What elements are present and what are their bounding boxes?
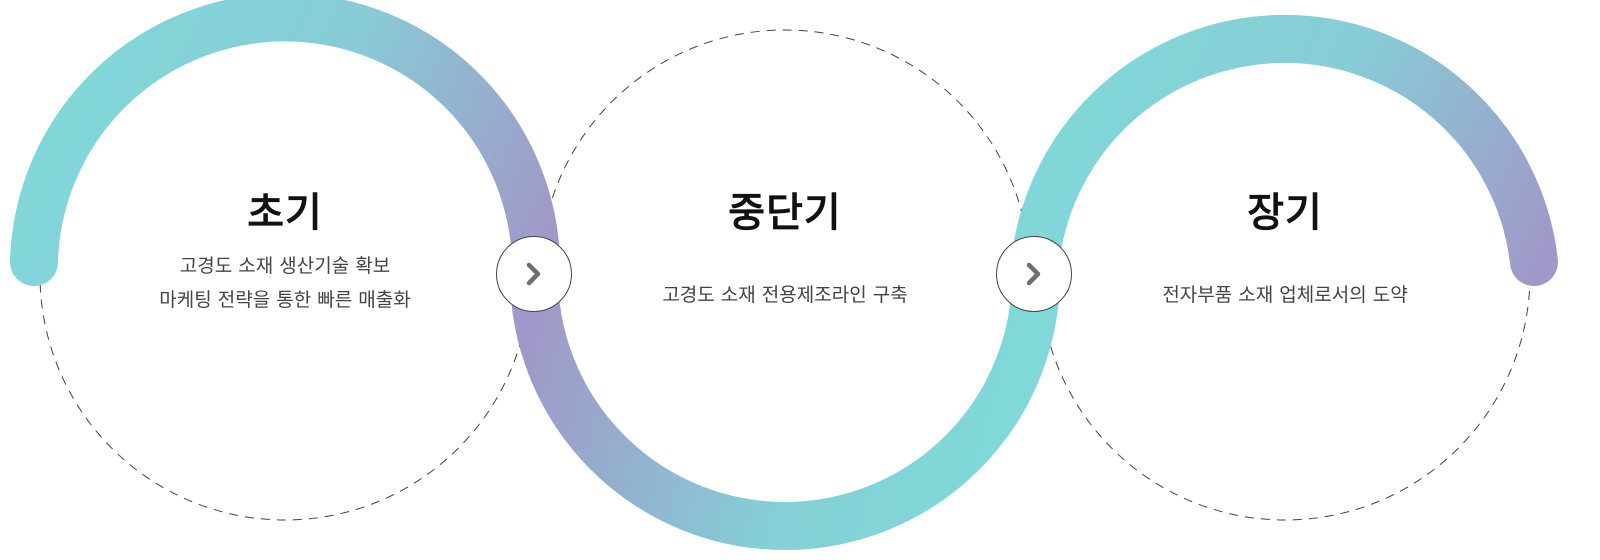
stage-desc-line: 마케팅 전략을 통한 빠른 매출화 [159, 289, 411, 311]
stage-desc-line: 고경도 소재 전용제조라인 구축 [662, 284, 908, 306]
arc-right [1010, 14, 1558, 299]
chevron-right-icon [526, 262, 541, 286]
stage-title: 초기 [247, 190, 323, 236]
stage-title: 중단기 [728, 190, 842, 236]
arc-left [10, 0, 561, 299]
next-stage-button-1[interactable] [496, 236, 572, 312]
stage-desc-line: 고경도 소재 생산기술 확보 [179, 255, 391, 277]
chevron-right-icon [1026, 262, 1041, 286]
next-stage-button-2[interactable] [996, 236, 1072, 312]
arc-middle [510, 274, 1060, 550]
stage-desc-line: 전자부품 소재 업체로서의 도약 [1162, 284, 1408, 306]
stage-title: 장기 [1247, 190, 1323, 236]
